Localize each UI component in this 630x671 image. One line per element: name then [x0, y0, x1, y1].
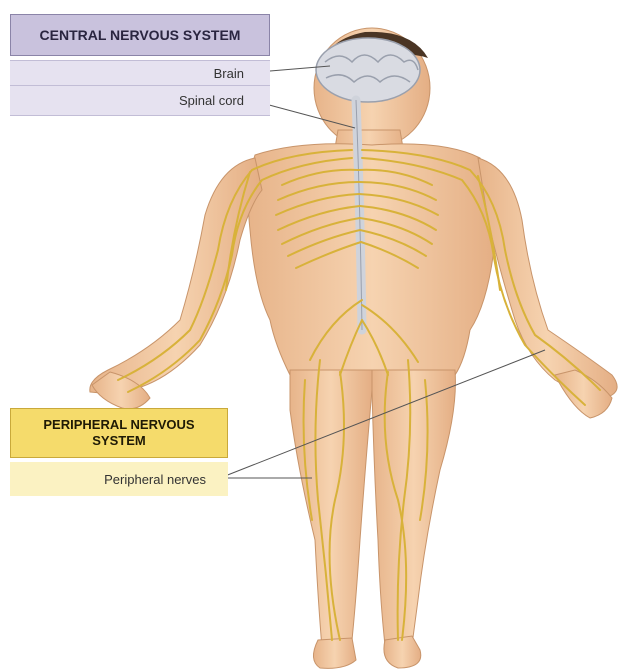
- brain-label: Brain: [10, 60, 270, 86]
- pns-label-box: PERIPHERAL NERVOUS SYSTEM Peripheral ner…: [10, 408, 228, 496]
- peripheral-nerves-label: Peripheral nerves: [10, 462, 228, 496]
- cns-title: CENTRAL NERVOUS SYSTEM: [10, 14, 270, 56]
- spinal-cord-label: Spinal cord: [10, 86, 270, 116]
- brain: [316, 38, 420, 102]
- pns-title: PERIPHERAL NERVOUS SYSTEM: [10, 408, 228, 458]
- cns-label-box: CENTRAL NERVOUS SYSTEM Brain Spinal cord: [10, 14, 270, 116]
